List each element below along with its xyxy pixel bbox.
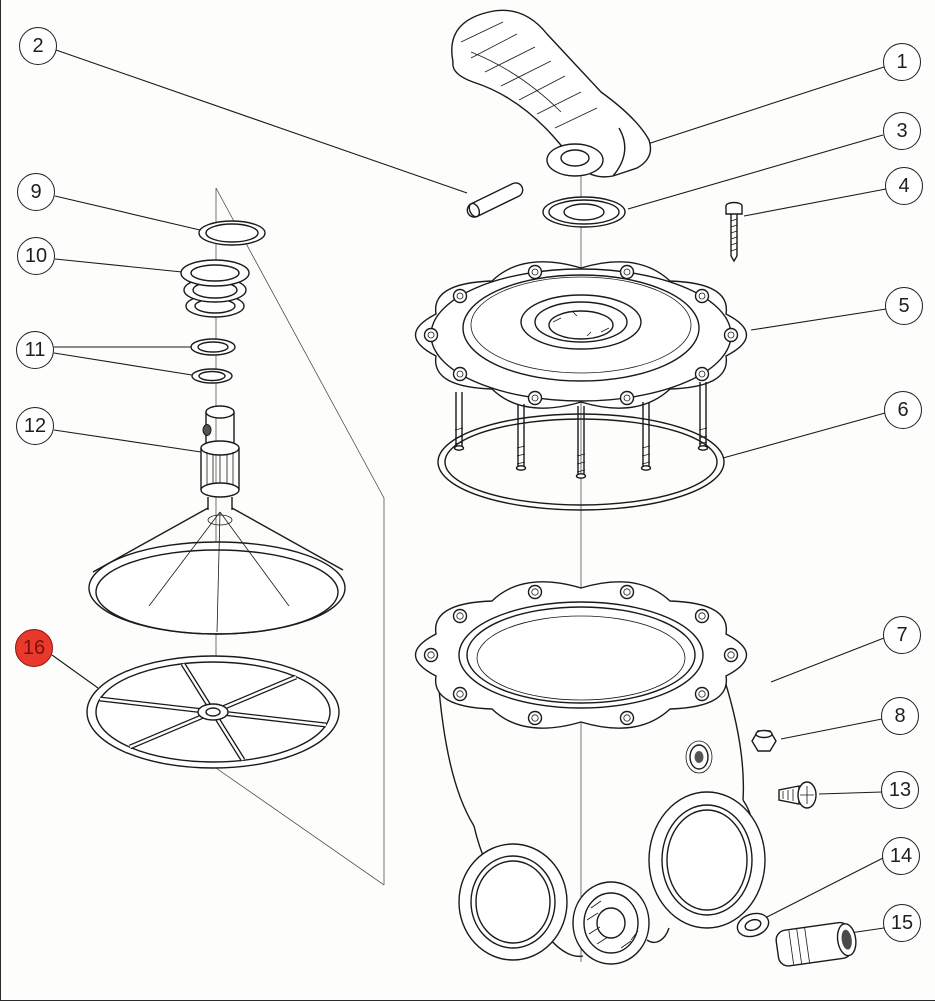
callout-7[interactable]: 7 — [883, 616, 921, 654]
callout-7-label: 7 — [896, 624, 908, 646]
callout-8-label: 8 — [894, 705, 906, 727]
callout-11-label: 11 — [24, 339, 46, 361]
pin-part — [466, 182, 524, 218]
lid-bolts — [423, 264, 739, 406]
leader-lines — [51, 49, 887, 935]
callout-12-label: 12 — [23, 415, 47, 437]
valve-body-part — [415, 581, 766, 965]
rotor-diverter-part — [88, 405, 346, 635]
callout-9-label: 9 — [30, 181, 42, 203]
callout-15-label: 15 — [890, 912, 914, 934]
seal-stack-part — [180, 259, 250, 318]
handle-part — [451, 9, 652, 178]
callout-8[interactable]: 8 — [881, 697, 919, 735]
callout-3[interactable]: 3 — [883, 112, 921, 150]
callout-2-label: 2 — [32, 35, 44, 57]
body-center-port — [572, 881, 650, 965]
lid-studs — [453, 382, 709, 479]
callout-5[interactable]: 5 — [885, 287, 923, 325]
small-washer-part — [736, 912, 770, 938]
small-o-rings-part — [190, 338, 236, 384]
lid-part — [415, 261, 747, 479]
callout-16-label: 16 — [22, 637, 46, 659]
callout-14[interactable]: 14 — [882, 837, 920, 875]
callout-4[interactable]: 4 — [885, 167, 923, 205]
fitting-part — [775, 921, 857, 967]
callout-14-label: 14 — [889, 845, 913, 867]
callout-16-highlighted[interactable]: 16 — [15, 629, 53, 667]
short-screw-part — [778, 781, 817, 809]
callout-13[interactable]: 13 — [881, 771, 919, 809]
callout-12[interactable]: 12 — [16, 407, 54, 445]
washer-part — [542, 196, 626, 228]
callout-10[interactable]: 10 — [17, 237, 55, 275]
callout-2[interactable]: 2 — [19, 27, 57, 65]
body-left-port — [458, 843, 568, 961]
callout-13-label: 13 — [888, 779, 912, 801]
long-screw-part — [725, 201, 743, 263]
callout-6-label: 6 — [897, 399, 909, 421]
body-side-hole — [685, 740, 713, 774]
lid-o-ring-part — [437, 413, 725, 511]
callout-6[interactable]: 6 — [884, 391, 922, 429]
spider-gasket-part — [86, 655, 340, 769]
callout-5-label: 5 — [898, 295, 910, 317]
callout-4-label: 4 — [898, 175, 910, 197]
body-bolt-holes — [423, 584, 739, 726]
callout-10-label: 10 — [24, 245, 48, 267]
callout-15[interactable]: 15 — [883, 904, 921, 942]
callout-3-label: 3 — [896, 120, 908, 142]
body-right-port — [648, 791, 766, 929]
callout-1[interactable]: 1 — [883, 43, 921, 81]
nut-part — [751, 729, 777, 752]
callout-11[interactable]: 11 — [16, 331, 54, 369]
callout-9[interactable]: 9 — [17, 173, 55, 211]
top-ring-part — [198, 220, 266, 246]
callout-1-label: 1 — [896, 51, 908, 73]
